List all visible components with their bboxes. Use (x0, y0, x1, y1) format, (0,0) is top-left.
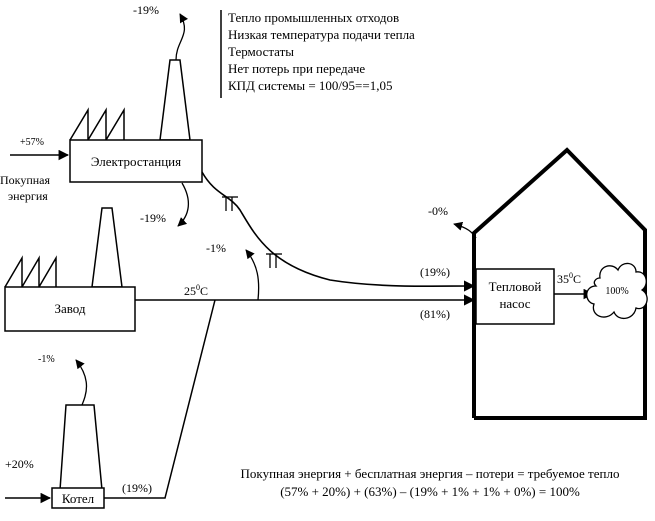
purchased-energy-label-1: Покупная (0, 173, 50, 187)
house: Тепловой насос (472, 147, 647, 420)
house-temp: 350C (557, 271, 581, 286)
waste-heat-line (201, 171, 476, 292)
boiler-chimney (59, 404, 103, 491)
plant-stack-loss: -19% (133, 3, 159, 17)
factory-chimney (91, 207, 123, 288)
pipe-temp: 250C (184, 283, 208, 298)
boiler-input: +20% (5, 457, 34, 471)
flow-upper: (19%) (420, 265, 450, 279)
plant-down-loss-arrow (177, 182, 189, 227)
pipe-loss-arrow (245, 249, 260, 301)
equation-line-1: Покупная энергия + бесплатная энергия – … (241, 466, 620, 481)
heat-cloud (586, 262, 648, 319)
house-outline (472, 147, 647, 420)
power-plant-label: Электростанция (91, 154, 181, 169)
note-5: КПД системы = 100/95==1,05 (228, 78, 392, 93)
pipe-loss: -1% (206, 241, 226, 255)
factory: Завод (4, 207, 136, 332)
factory-roof (4, 255, 57, 290)
valve-1 (222, 196, 238, 211)
cloud-label: 100% (605, 286, 628, 297)
plant-stack-loss-arrow (175, 13, 189, 61)
plant-roof (69, 107, 125, 143)
flow-lower: (81%) (420, 307, 450, 321)
plant-down-loss: -19% (140, 211, 166, 225)
note-3: Термостаты (228, 44, 294, 59)
heat-pump-label-2: насос (499, 296, 530, 311)
purchased-energy-label-2: энергия (8, 189, 48, 203)
equation-line-2: (57% + 20%) + (63%) – (19% + 1% + 1% + 0… (280, 484, 580, 499)
house-loss: -0% (428, 204, 448, 218)
heat-pump-box (475, 268, 555, 325)
heat-pump-label-1: Тепловой (489, 279, 542, 294)
note-2: Низкая температура подачи тепла (228, 27, 415, 42)
boiler: Котел (51, 404, 105, 509)
boiler-label: Котел (62, 491, 95, 506)
boiler-output: (19%) (122, 481, 152, 495)
factory-label: Завод (54, 301, 85, 316)
valve-2 (266, 253, 282, 268)
purchased-energy-in: +57% (20, 137, 44, 148)
boiler-loss: -1% (38, 354, 55, 365)
power-plant: Электростанция (69, 59, 203, 183)
note-1: Тепло промышленных отходов (228, 10, 399, 25)
factory-box (4, 286, 136, 332)
boiler-loss-arrow (75, 359, 88, 406)
plant-chimney (159, 59, 191, 141)
house-loss-arrow (453, 221, 477, 239)
note-4: Нет потерь при передаче (228, 61, 365, 76)
power-plant-box (69, 139, 203, 183)
boiler-output-line (104, 299, 216, 499)
